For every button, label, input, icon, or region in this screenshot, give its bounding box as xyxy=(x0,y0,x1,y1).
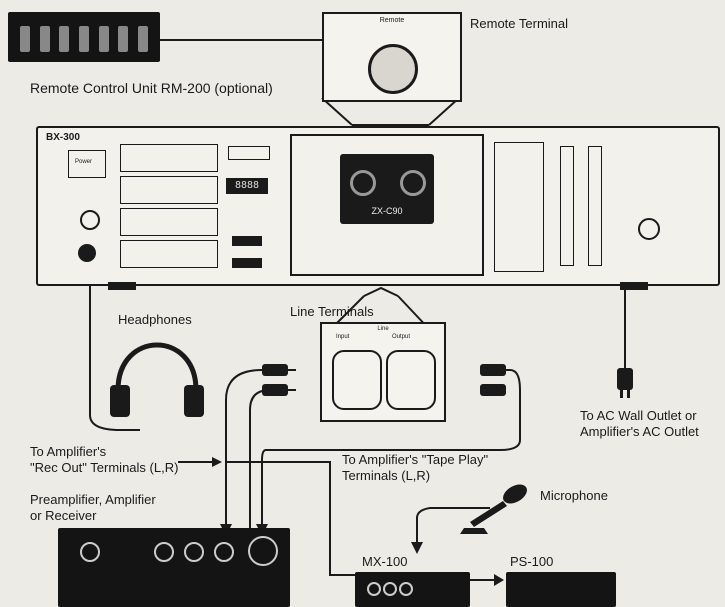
preamp-knob[interactable] xyxy=(184,542,204,562)
remote-key xyxy=(98,26,109,52)
output-knob[interactable] xyxy=(638,218,660,240)
cassette-tape: ZX-C90 xyxy=(340,154,434,224)
deck-foot-right xyxy=(620,282,648,290)
deck-panel-3 xyxy=(120,208,218,236)
power-supply-unit xyxy=(506,572,616,607)
mixer-knob[interactable] xyxy=(367,582,381,596)
deck-panel-2 xyxy=(120,176,218,204)
preamp-knob[interactable] xyxy=(80,542,100,562)
deck-panel-1 xyxy=(120,144,218,172)
cassette-reel-right xyxy=(400,170,426,196)
remote-key xyxy=(59,26,70,52)
transport-keys-2[interactable] xyxy=(232,258,262,268)
deck-foot-left xyxy=(108,282,136,290)
fader-right[interactable] xyxy=(588,146,602,266)
remote-din-connector[interactable] xyxy=(368,44,418,94)
remote-key xyxy=(78,26,89,52)
microphone-body xyxy=(470,501,507,527)
remote-key xyxy=(118,26,129,52)
remote-unit-label: Remote Control Unit RM-200 (optional) xyxy=(30,80,273,96)
headphone-cable xyxy=(89,260,140,431)
preamp-to-mixer-cable xyxy=(226,461,355,576)
cassette-reel-left xyxy=(350,170,376,196)
rca-plug-right-1 xyxy=(480,364,506,376)
rec-out-arrow xyxy=(212,457,222,467)
microphone-stand xyxy=(460,528,488,534)
mixer-label: MX-100 xyxy=(362,554,408,569)
cassette-deck: BX-300 Power 8888 ZX-C90 xyxy=(36,126,720,286)
power-supply-label: PS-100 xyxy=(510,554,554,569)
microphone-head xyxy=(503,484,527,504)
remote-terminal-label: Remote Terminal xyxy=(470,16,569,31)
ps-arrow xyxy=(494,574,504,586)
preamp-label: Preamplifier, Amplifier or Receiver xyxy=(30,492,156,523)
preamp-knob[interactable] xyxy=(214,542,234,562)
input-jacks[interactable] xyxy=(332,350,382,410)
output-jacks[interactable] xyxy=(386,350,436,410)
mixer-knob[interactable] xyxy=(399,582,413,596)
ac-plug xyxy=(617,368,633,390)
headphone-left-cup xyxy=(110,385,130,417)
input-label: Input xyxy=(336,334,350,340)
remote-callout xyxy=(321,97,460,126)
remote-key xyxy=(39,26,50,52)
eject-button[interactable] xyxy=(228,146,270,160)
remote-key xyxy=(20,26,30,52)
microphone-label: Microphone xyxy=(540,488,608,503)
ac-outlet-label: To AC Wall Outlet or Amplifier's AC Outl… xyxy=(580,408,699,439)
remote-terminal-panel: Remote xyxy=(322,12,462,102)
deck-panel-4 xyxy=(120,240,218,268)
output-label: Output xyxy=(392,334,411,340)
line-terminal-panel: Line Input Output xyxy=(320,322,446,422)
fader-left[interactable] xyxy=(560,146,574,266)
cassette-label: ZX-C90 xyxy=(371,206,403,216)
tape-counter: 8888 xyxy=(226,178,268,194)
rca-plug-left-2 xyxy=(262,384,288,396)
rec-out-cable-1 xyxy=(225,369,296,528)
rec-level-knob[interactable] xyxy=(80,210,100,230)
mixer-unit xyxy=(355,572,470,607)
line-panel-caption: Line xyxy=(377,326,389,332)
ac-plug-prong-2 xyxy=(627,388,630,398)
level-meter xyxy=(494,142,544,272)
power-button[interactable]: Power xyxy=(68,150,106,178)
headphones-label: Headphones xyxy=(118,312,192,327)
preamp-knob[interactable] xyxy=(154,542,174,562)
line-terminals-label: Line Terminals xyxy=(290,304,374,319)
transport-keys-1[interactable] xyxy=(232,236,262,246)
ac-plug-prong-1 xyxy=(620,388,623,398)
remote-panel-caption: Remote xyxy=(379,17,405,24)
microphone-cable xyxy=(416,507,490,548)
deck-model: BX-300 xyxy=(46,132,80,143)
rec-out-label: To Amplifier's "Rec Out" Terminals (L,R) xyxy=(30,444,179,475)
mixer-knob[interactable] xyxy=(383,582,397,596)
mixer-arrow xyxy=(411,542,423,554)
remote-control-keys xyxy=(20,26,148,52)
power-label: Power xyxy=(75,159,93,165)
tape-play-label: To Amplifier's "Tape Play" Terminals (L,… xyxy=(342,452,489,483)
rca-plug-left-1 xyxy=(262,364,288,376)
cassette-well: ZX-C90 xyxy=(290,134,484,276)
preamp-volume-knob[interactable] xyxy=(248,536,278,566)
tape-play-cable xyxy=(261,369,521,528)
remote-control-unit[interactable] xyxy=(8,12,160,62)
preamplifier xyxy=(58,528,290,607)
rca-plug-right-2 xyxy=(480,384,506,396)
headphone-band xyxy=(115,342,199,391)
rec-out-cable-2 xyxy=(249,389,296,528)
headphone-jack[interactable] xyxy=(78,244,96,262)
headphone-right-cup xyxy=(184,385,204,417)
remote-key xyxy=(137,26,148,52)
